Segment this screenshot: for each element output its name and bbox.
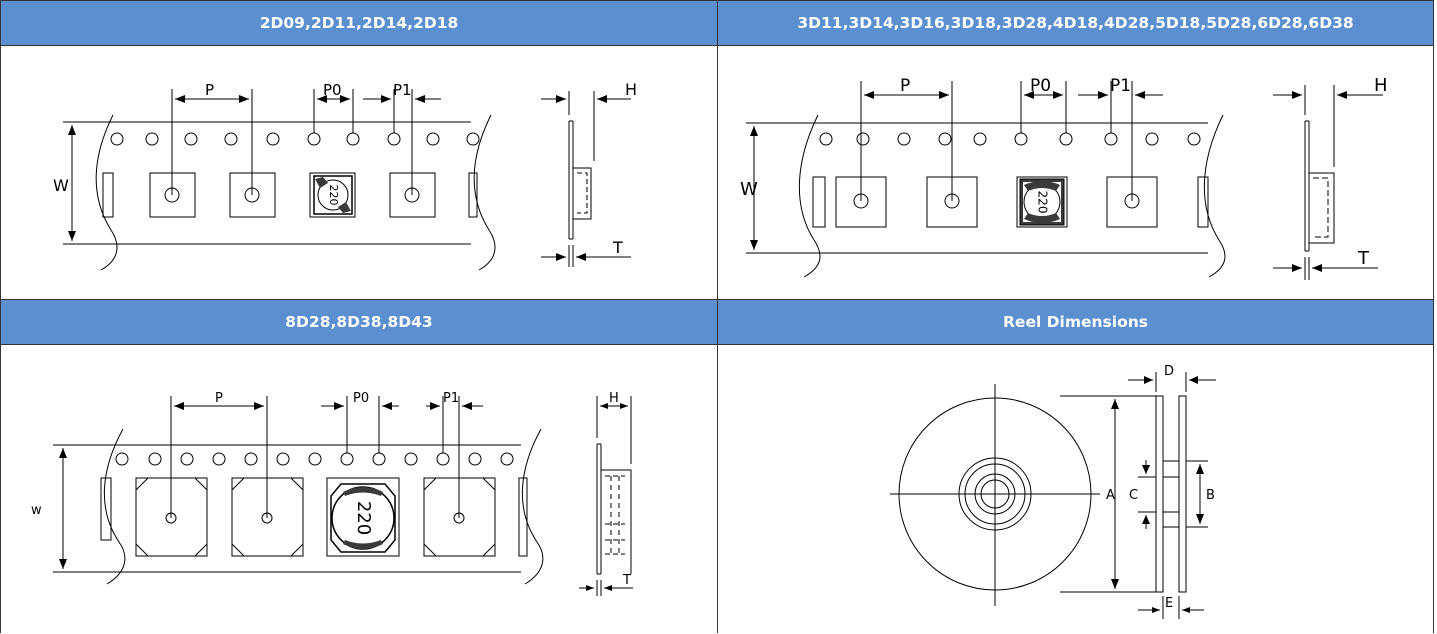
- label-H: H: [625, 80, 637, 99]
- label-W: w: [31, 503, 42, 518]
- label-P1: P1: [443, 391, 459, 406]
- label-C: C: [1129, 488, 1138, 503]
- label-H: H: [609, 391, 619, 406]
- label-T: T: [622, 573, 631, 588]
- sprocket-holes: [110, 132, 480, 146]
- label-P0: P0: [323, 81, 342, 99]
- label-P: P: [205, 81, 214, 99]
- label-D: D: [1164, 364, 1174, 379]
- label-E: E: [1165, 596, 1173, 611]
- reel-drawing: A B C D E: [890, 364, 1216, 619]
- sprocket-holes: [115, 452, 514, 466]
- panel-title: Reel Dimensions: [718, 300, 1433, 345]
- label-P0: P0: [353, 391, 369, 406]
- panel-tape-small: 2D09,2D11,2D14,2D18: [0, 0, 718, 300]
- inductor-component: 220: [313, 175, 353, 215]
- label-A: A: [1106, 488, 1115, 503]
- inductor-component: 220: [1019, 178, 1065, 226]
- label-W: W: [740, 179, 758, 200]
- panel-tape-large: 8D28,8D38,8D43: [0, 299, 718, 633]
- label-H: H: [1374, 75, 1388, 96]
- label-P: P: [900, 76, 910, 96]
- tape-large-drawing: 220 P P0 P1 w H T: [31, 391, 633, 596]
- panel-title: 8D28,8D38,8D43: [1, 300, 717, 345]
- inductor-component: 220: [330, 483, 396, 553]
- label-P1: P1: [1110, 76, 1131, 96]
- label-W: W: [53, 176, 69, 195]
- label-P: P: [215, 391, 223, 406]
- panel-title: 3D11,3D14,3D16,3D18,3D28,4D18,4D28,5D18,…: [718, 1, 1433, 46]
- panel-reel: Reel Dimensions: [717, 299, 1434, 633]
- label-P0: P0: [1030, 76, 1051, 96]
- inductor-marking: 220: [353, 501, 374, 535]
- panel-title: 2D09,2D11,2D14,2D18: [1, 1, 717, 46]
- inductor-marking: 220: [327, 185, 340, 206]
- label-P1: P1: [393, 81, 412, 99]
- tape-medium-drawing: 220 P P0 P1 W H T: [740, 75, 1388, 280]
- sprocket-holes: [819, 132, 1201, 146]
- label-T: T: [612, 238, 623, 257]
- tape-small-drawing: 220 P P0 P1 W H T: [53, 80, 637, 271]
- label-T: T: [1357, 248, 1370, 269]
- inductor-marking: 220: [1036, 191, 1050, 214]
- panel-tape-medium: 3D11,3D14,3D16,3D18,3D28,4D18,4D28,5D18,…: [717, 0, 1434, 300]
- label-B: B: [1206, 488, 1215, 503]
